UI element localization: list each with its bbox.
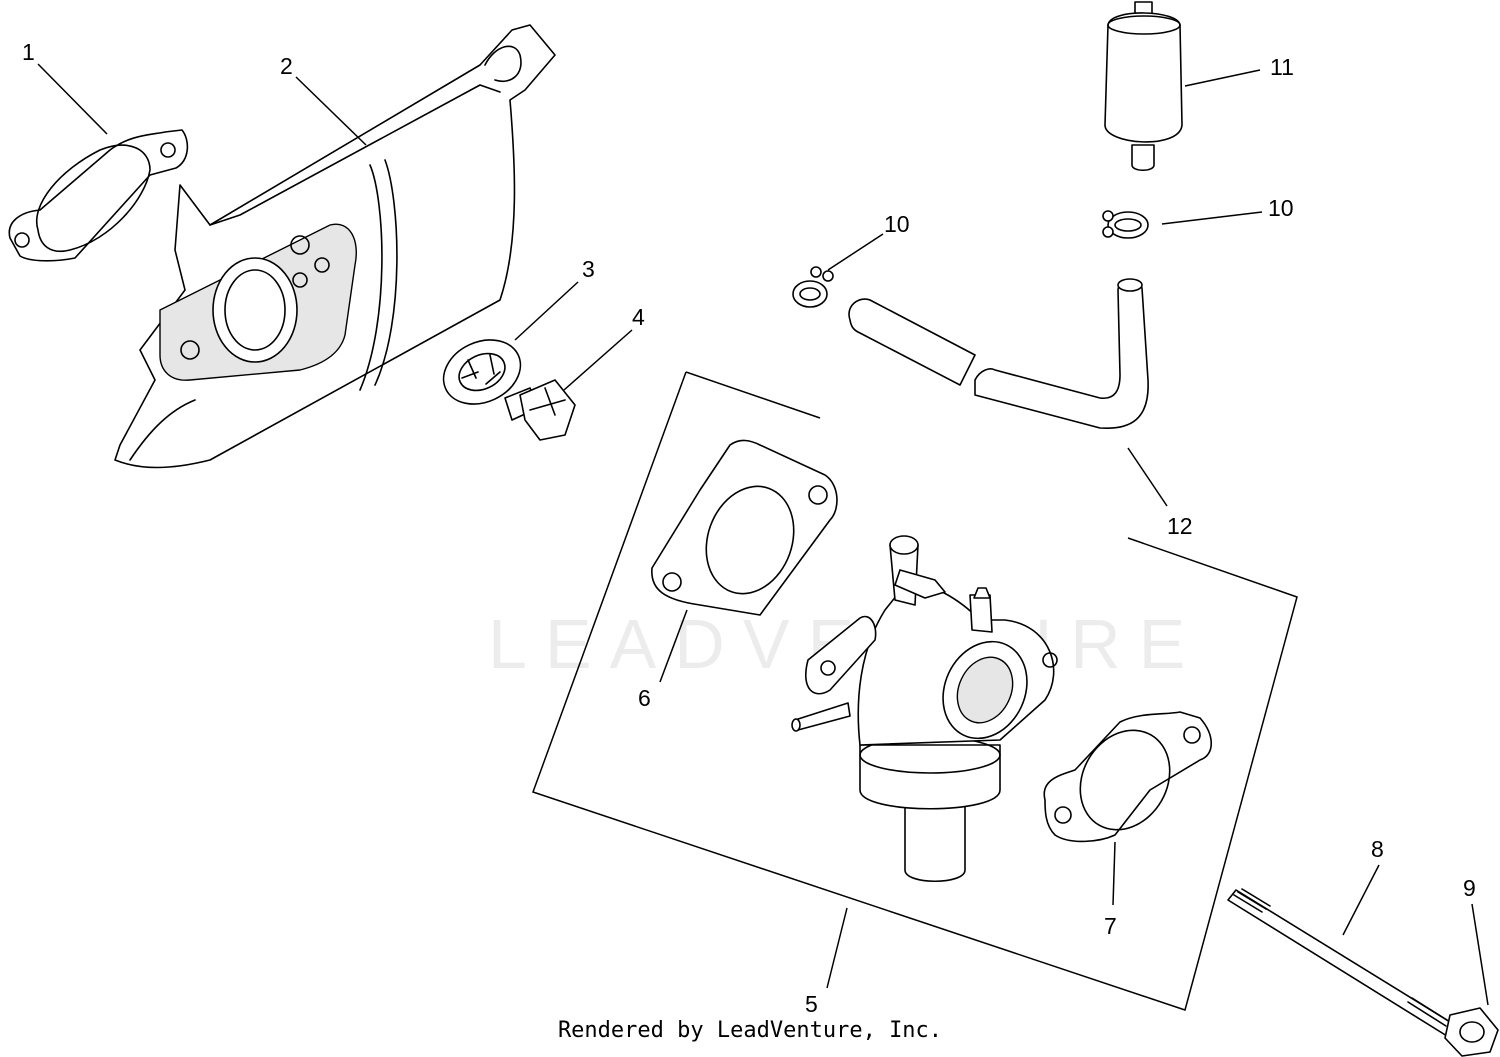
leader-6 xyxy=(659,609,688,683)
fuel-filter-part-11[interactable] xyxy=(1104,1,1183,172)
callout-9[interactable]: 9 xyxy=(1463,875,1476,901)
leader-lines xyxy=(37,63,1489,1006)
callout-7[interactable]: 7 xyxy=(1104,913,1117,939)
leader-1 xyxy=(37,63,108,135)
callout-5[interactable]: 5 xyxy=(805,991,818,1017)
callouts: 1 2 3 4 5 6 7 8 9 10 10 11 12 xyxy=(22,39,1476,1017)
leader-3 xyxy=(514,281,579,341)
callout-4[interactable]: 4 xyxy=(632,304,645,330)
flange-nut-part-9[interactable] xyxy=(1444,1007,1499,1057)
lock-washer-part-3[interactable] xyxy=(433,328,531,416)
callout-6[interactable]: 6 xyxy=(638,685,651,711)
callout-10a[interactable]: 10 xyxy=(884,211,910,237)
leader-11 xyxy=(1184,69,1261,87)
leader-2 xyxy=(295,76,367,146)
callout-10b[interactable]: 10 xyxy=(1268,195,1294,221)
callout-11[interactable]: 11 xyxy=(1270,54,1294,80)
leader-10b xyxy=(1161,211,1263,225)
flange-bolt-part-4[interactable] xyxy=(504,379,576,441)
intake-gasket-part-7[interactable] xyxy=(1043,711,1213,846)
hose-clamp-part-10-left[interactable] xyxy=(792,266,834,308)
fuel-line-part-12[interactable] xyxy=(848,278,1149,430)
leader-9 xyxy=(1471,903,1489,1006)
leader-4 xyxy=(563,329,633,391)
leader-7 xyxy=(1112,841,1116,906)
carburetor-kit-frame-part-5 xyxy=(532,371,1298,1011)
leader-8 xyxy=(1342,864,1380,936)
callout-8[interactable]: 8 xyxy=(1371,836,1384,862)
callout-12[interactable]: 12 xyxy=(1167,513,1193,539)
leader-10a xyxy=(827,233,884,271)
carburetor-gasket-part-6[interactable] xyxy=(651,439,838,616)
callout-2[interactable]: 2 xyxy=(280,53,293,79)
stud-part-8[interactable] xyxy=(1227,888,1456,1037)
gasket-part-1[interactable] xyxy=(8,129,189,262)
callout-1[interactable]: 1 xyxy=(22,39,35,65)
leader-5 xyxy=(826,907,848,989)
callout-3[interactable]: 3 xyxy=(582,256,595,282)
leader-12 xyxy=(1127,447,1168,507)
shroud-part-2[interactable] xyxy=(114,24,556,469)
carburetor-body[interactable] xyxy=(791,535,1058,883)
footer-credit: Rendered by LeadVenture, Inc. xyxy=(557,1018,943,1043)
hose-clamp-part-10-right[interactable] xyxy=(1102,210,1149,239)
